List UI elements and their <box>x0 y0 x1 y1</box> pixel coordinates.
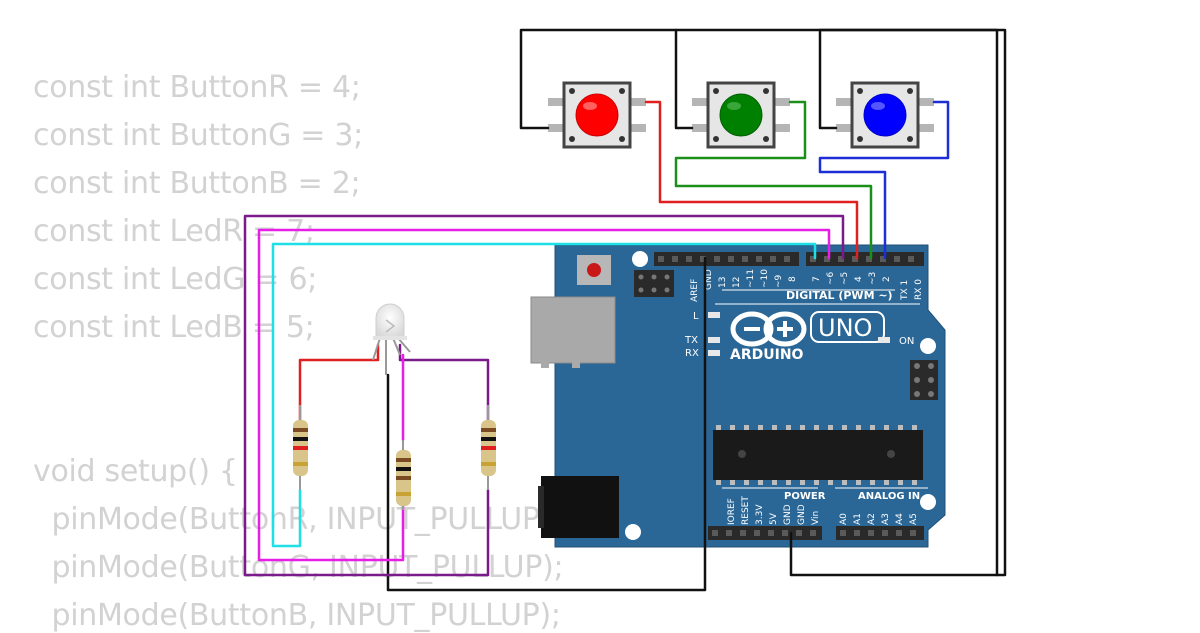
wire-blue <box>818 100 950 260</box>
pin-label-aref: AREF <box>690 279 700 302</box>
wire-red <box>644 100 859 260</box>
pin-label: 8 <box>788 276 798 282</box>
digital-pin-labels: AREF GND 13 12 ~11 ~10 ~9 8 7 ~6 ~5 4 ~3… <box>690 269 924 302</box>
pin-label: 5V <box>769 512 779 525</box>
uno-badge <box>810 311 885 343</box>
pin-label-gnd: GND <box>704 269 714 290</box>
pin-label: 13 <box>718 277 728 288</box>
pin-label: GND <box>783 504 793 525</box>
pin-label: A0 <box>839 513 849 525</box>
pushbutton-red[interactable] <box>548 81 646 149</box>
arduino-uno-board[interactable]: AREF GND 13 12 ~11 ~10 ~9 8 7 ~6 ~5 4 ~3… <box>530 244 946 548</box>
wire-cyan <box>271 242 817 548</box>
dc-power-jack <box>541 476 619 538</box>
usb-connector <box>530 296 616 364</box>
reset-button-cap <box>587 263 601 277</box>
pin-label: ~5 <box>840 272 850 285</box>
analog-pin-labels: A0 A1 A2 A3 A4 A5 <box>839 513 919 525</box>
digital-header-label: DIGITAL (PWM ~) <box>786 289 893 302</box>
pin-label: A1 <box>853 513 863 525</box>
pin-label: ~10 <box>760 269 770 288</box>
analog-header <box>836 526 924 540</box>
wire-red <box>298 343 380 422</box>
atmega-chip <box>713 425 923 485</box>
mounting-hole <box>632 251 648 267</box>
pin-label: 2 <box>882 276 892 282</box>
tx-led-label: TX <box>684 335 698 346</box>
pin-label: ~3 <box>868 272 878 285</box>
code-line: const int LedR = 7; <box>33 214 315 249</box>
code-line: const int ButtonG = 3; <box>33 118 363 153</box>
pin-label: TX 1 <box>900 280 910 301</box>
pin-label: 3.3V <box>755 504 765 525</box>
mounting-hole <box>920 494 936 510</box>
digital-header <box>654 252 924 266</box>
pin-label: 7 <box>812 276 822 282</box>
pin-label: A2 <box>867 513 877 525</box>
analog-label: ANALOG IN <box>858 491 920 502</box>
code-line: void setup() { <box>33 454 238 489</box>
pin-label: 12 <box>732 277 742 288</box>
resistor-blue[interactable] <box>481 405 496 490</box>
pin-label: RX 0 <box>914 279 924 300</box>
code-line: pinMode(ButtonB, INPUT_PULLUP); <box>33 598 561 633</box>
code-line: const int LedG = 6; <box>33 262 318 297</box>
wire-purple <box>398 343 490 422</box>
wire-purple <box>243 214 845 577</box>
wire-black <box>386 256 707 592</box>
pin-label: A3 <box>881 513 891 525</box>
wire-black <box>818 28 999 577</box>
resistor-red[interactable] <box>293 405 308 490</box>
pin-label: Vin <box>811 511 821 525</box>
mounting-hole <box>625 524 641 540</box>
pushbutton-green[interactable] <box>692 81 790 149</box>
power-pin-labels: IOREF RESET 3.3V 5V GND GND Vin <box>727 496 821 525</box>
rx-led-label: RX <box>685 348 699 359</box>
icsp-header <box>634 270 674 297</box>
on-led <box>878 337 890 343</box>
power-label: POWER <box>784 491 826 502</box>
l-led-label: L <box>693 311 699 322</box>
pin-label: ~11 <box>746 269 756 288</box>
wire-black <box>674 28 694 130</box>
code-line: const int ButtonB = 2; <box>33 166 361 201</box>
arduino-logo-text: ARDUINO <box>730 347 804 363</box>
pin-label: RESET <box>741 496 751 525</box>
pin-label: IOREF <box>727 498 737 525</box>
pin-label: GND <box>797 504 807 525</box>
rx-led <box>708 350 720 356</box>
arduino-logo <box>730 311 807 347</box>
resistor-green[interactable] <box>396 440 411 510</box>
rgb-led[interactable] <box>372 303 411 375</box>
mounting-hole <box>920 338 936 354</box>
tx-led <box>708 337 720 343</box>
pushbutton-blue[interactable] <box>836 81 934 149</box>
pin-label: ~6 <box>826 271 836 285</box>
pin-label: 4 <box>854 276 864 282</box>
l-led <box>708 312 720 318</box>
pin-label: ~9 <box>774 274 784 288</box>
wire-green <box>674 100 873 260</box>
pin-label: A5 <box>909 513 919 525</box>
wire-black <box>519 28 1007 577</box>
icsp-header-right <box>910 360 938 400</box>
pin-label: A4 <box>895 513 905 525</box>
code-line: const int LedB = 5; <box>33 310 315 345</box>
uno-label: UNO <box>818 314 872 342</box>
code-line: const int ButtonR = 4; <box>33 70 361 105</box>
on-led-label: ON <box>899 336 914 347</box>
power-header <box>708 526 822 540</box>
code-line: pinMode(ButtonG, INPUT_PULLUP); <box>33 550 564 585</box>
wire-magenta <box>257 228 831 562</box>
